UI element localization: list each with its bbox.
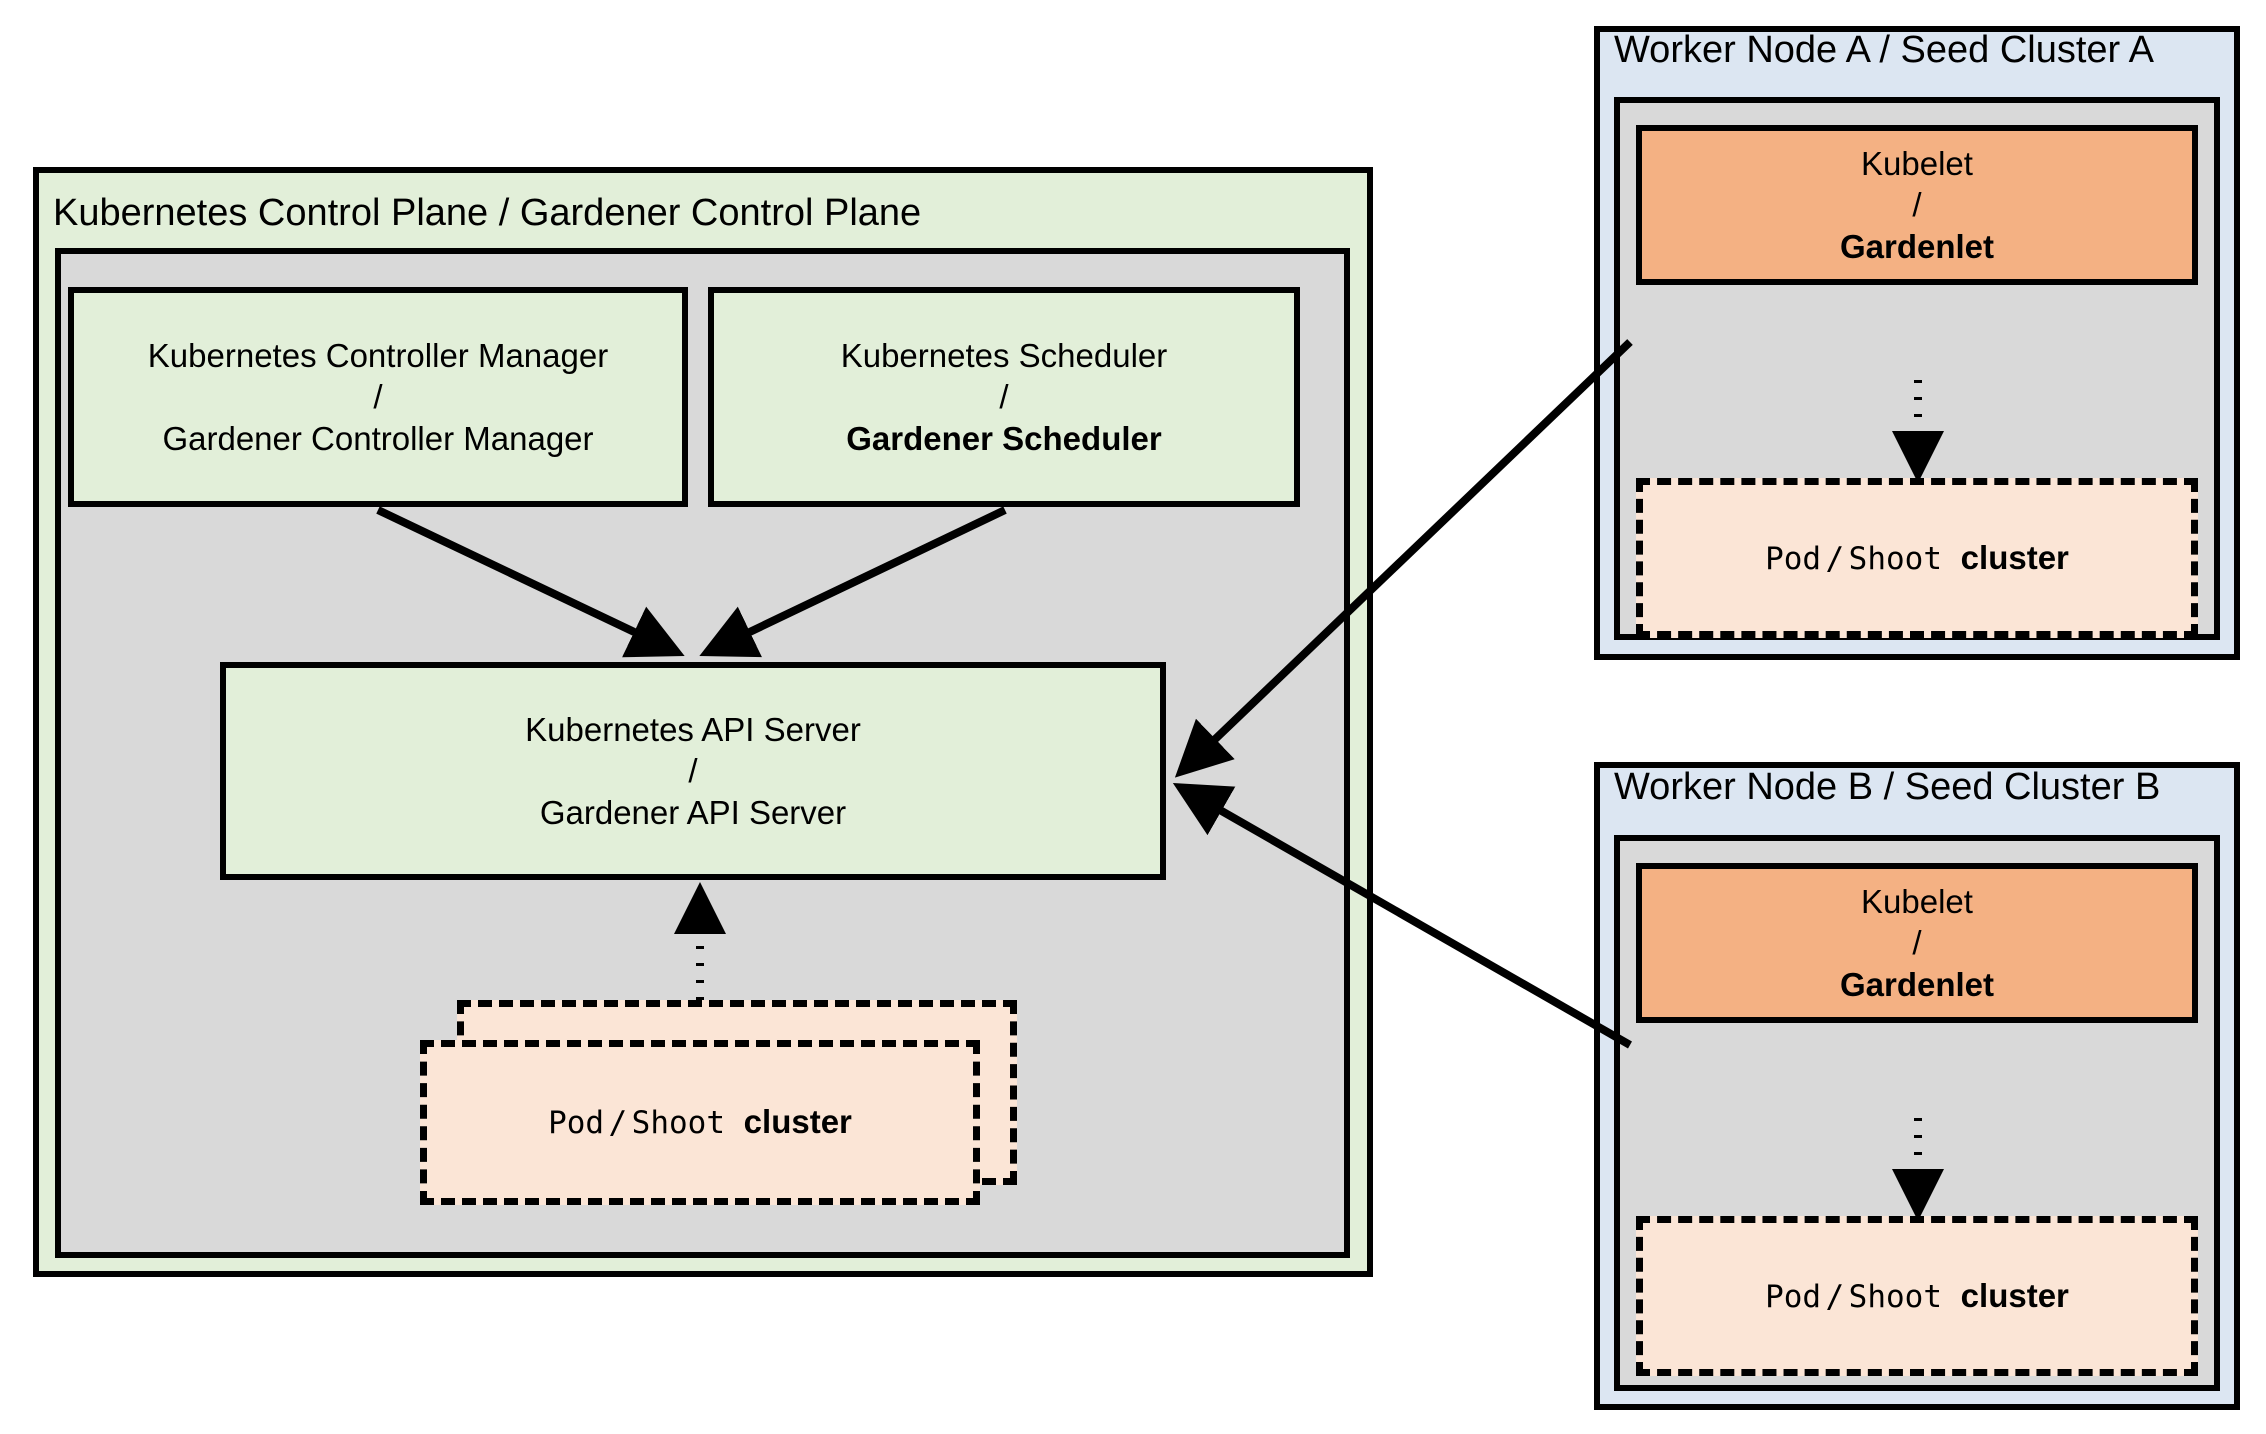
worker-node-a-pod-box[interactable]: Pod / Shoot cluster [1636,478,2198,638]
control-plane-pod-cluster-word: cluster [743,1103,852,1141]
worker-node-a-kubelet-box[interactable]: Kubelet / Gardenlet [1636,125,2198,285]
kubernetes-scheduler-box[interactable]: Kubernetes Scheduler / Gardener Schedule… [708,287,1300,507]
pod-b-separator: / [1825,1278,1845,1315]
pod-b-shoot-word: Shoot [1848,1278,1942,1315]
control-plane-pod-separator: / [608,1105,628,1142]
pod-b-line1: Pod [1765,1278,1822,1315]
pod-a-line1: Pod [1765,540,1822,577]
kubelet-b-line2: Gardenlet [1839,965,1995,1003]
api-server-line2: Gardener API Server [539,793,847,831]
controller-manager-line1: Kubernetes Controller Manager [147,336,609,374]
kubernetes-api-server-box[interactable]: Kubernetes API Server / Gardener API Ser… [220,662,1166,880]
kubelet-a-separator: / [1912,186,1922,224]
pod-a-cluster-word: cluster [1960,538,2069,576]
control-plane-pod-line1: Pod [548,1105,605,1142]
pod-a-shoot-word: Shoot [1848,540,1942,577]
kubelet-a-line1: Kubelet [1861,144,1973,182]
scheduler-line2: Gardener Scheduler [846,419,1162,457]
kubernetes-controller-manager-box[interactable]: Kubernetes Controller Manager / Gardener… [68,287,688,507]
kubelet-b-line1: Kubelet [1861,882,1973,920]
control-plane-pod-box[interactable]: Pod / Shoot cluster [420,1040,980,1205]
pod-a-separator: / [1825,540,1845,577]
worker-node-a-title: Worker Node A / Seed Cluster A [1614,29,2155,71]
api-server-separator: / [688,752,698,790]
pod-b-line2: Shoot cluster [1848,1276,2069,1315]
kubelet-b-separator: / [1912,924,1922,962]
control-plane-pod-shoot-word: Shoot [631,1105,725,1142]
worker-node-b-title: Worker Node B / Seed Cluster B [1614,766,2161,808]
controller-manager-line2: Gardener Controller Manager [162,419,594,457]
pod-b-cluster-word: cluster [1960,1276,2069,1314]
api-server-line1: Kubernetes API Server [525,710,861,748]
worker-node-b-pod-box[interactable]: Pod / Shoot cluster [1636,1216,2198,1376]
kubelet-a-line2: Gardenlet [1839,227,1995,265]
scheduler-line1: Kubernetes Scheduler [840,336,1168,374]
scheduler-separator: / [999,378,1009,416]
worker-node-b-kubelet-box[interactable]: Kubelet / Gardenlet [1636,863,2198,1023]
pod-a-line2: Shoot cluster [1848,538,2069,577]
controller-manager-separator: / [373,378,383,416]
control-plane-pod-line2: Shoot cluster [631,1103,852,1142]
control-plane-title: Kubernetes Control Plane / Gardener Cont… [53,192,922,234]
